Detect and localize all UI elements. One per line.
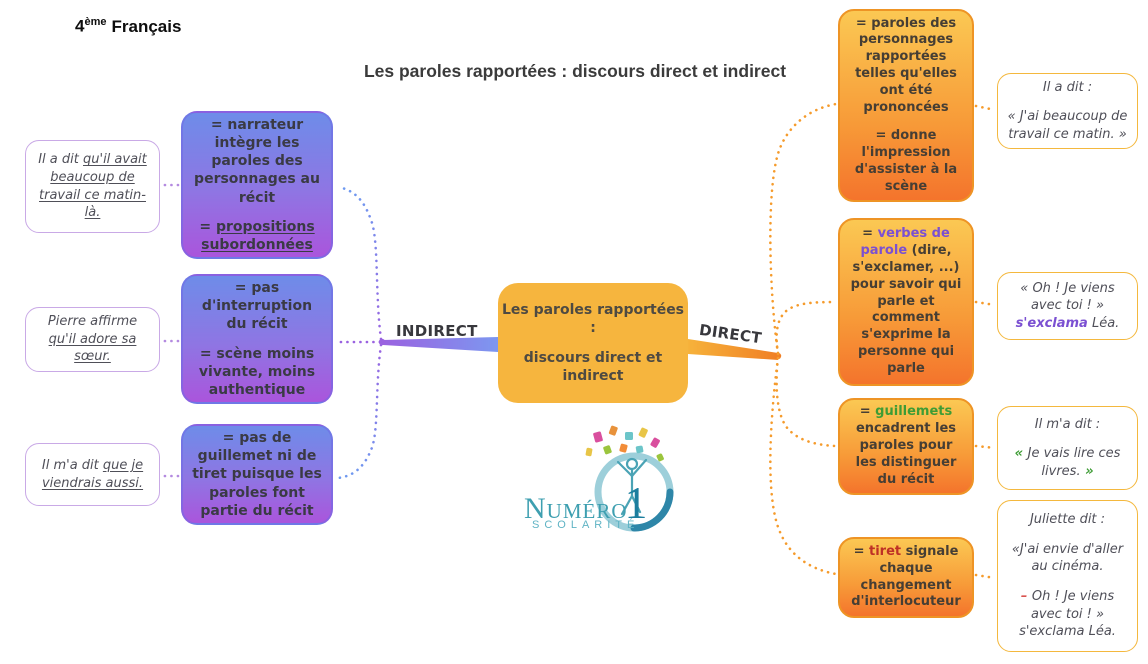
direct-example-3: Il m'a dit : « Je vais lire ces livres. … [997, 406, 1138, 490]
indirect-branch-trunk [378, 337, 498, 352]
example-text: Il m'a dit : [1034, 416, 1101, 432]
logo-tagline: SCOLARITÉ [532, 519, 640, 531]
direct-node-tiret: = tiret signale chaque changement d'inte… [838, 537, 974, 618]
node-text: = verbes de parole (dire, s'exclamer, ..… [850, 226, 962, 377]
direct-example-4: Juliette dit : «J'ai envie d'aller au ci… [997, 500, 1138, 652]
example-text: Il a dit qu'il avait beaucoup de travail… [38, 152, 147, 221]
indirect-branch-curves [161, 183, 383, 480]
indirect-branch-label: INDIRECT [396, 322, 478, 340]
logo-figure [616, 457, 648, 516]
indirect-example-1: Il a dit qu'il avait beaucoup de travail… [25, 140, 160, 233]
node-text: = pas de guillemet ni de tiret puisque l… [192, 430, 322, 519]
logo-confetti [585, 425, 664, 462]
central-topic-line2: discours direct et indirect [523, 350, 663, 385]
central-topic-line1: Les paroles rapportées : [501, 301, 685, 336]
node-text: = donne l'impression d'assister à la scè… [854, 127, 958, 194]
indirect-node-narrateur: = narrateur intègre les paroles des pers… [181, 111, 333, 259]
example-text: – Oh ! Je viens avec toi ! » s'exclama L… [1019, 589, 1116, 640]
example-text: «J'ai envie d'aller au cinéma. [1011, 541, 1124, 575]
page-title: Les paroles rapportées : discours direct… [363, 61, 787, 81]
example-text: « J'ai beaucoup de travail ce matin. » [1007, 109, 1128, 142]
node-text: = tiret signale chaque changement d'inte… [851, 543, 961, 610]
grade-suffix: ème [84, 16, 107, 28]
direct-node-verbes: = verbes de parole (dire, s'exclamer, ..… [838, 218, 974, 386]
direct-example-2: « Oh ! Je viens avec toi ! » s'exclama L… [997, 272, 1138, 340]
direct-node-paroles: = paroles des personnages rapportées tel… [838, 9, 974, 202]
node-text: = pas d'interruption du récit [201, 279, 313, 333]
node-text: = guillemets encadrent les paroles pour … [855, 404, 957, 487]
indirect-example-2: Pierre affirme qu'il adore sa sœur. [25, 307, 160, 372]
indirect-node-guillemet: = pas de guillemet ni de tiret puisque l… [181, 424, 333, 525]
node-text: = propositions subordonnées [199, 218, 315, 253]
direct-branch-trunk [688, 339, 782, 360]
direct-example-1: Il a dit : « J'ai beaucoup de travail ce… [997, 73, 1138, 149]
logo-graphic [585, 425, 674, 532]
indirect-node-interruption: = pas d'interruption du récit = scène mo… [181, 274, 333, 404]
example-text: Il a dit : [1042, 79, 1093, 95]
course-header: 4ème Français [75, 16, 181, 37]
grade-number: 4 [75, 16, 85, 36]
node-text: = narrateur intègre les paroles des pers… [194, 116, 320, 206]
node-text: = paroles des personnages rapportées tel… [855, 15, 957, 115]
node-text: = scène moins vivante, moins authentique [198, 345, 316, 398]
direct-branch-curves [769, 102, 997, 580]
subject-label: Français [111, 16, 182, 36]
example-text: Pierre affirme qu'il adore sa sœur. [47, 314, 138, 365]
indirect-example-3: Il m'a dit que je viendrais aussi. [25, 443, 160, 506]
direct-node-guillemets: = guillemets encadrent les paroles pour … [838, 398, 974, 495]
example-text: « Oh ! Je viens avec toi ! » s'exclama L… [1015, 280, 1120, 331]
example-text: « Je vais lire ces livres. » [1014, 446, 1121, 479]
example-text: Juliette dit : [1029, 512, 1106, 528]
example-text: Il m'a dit que je viendrais aussi. [41, 457, 144, 491]
central-topic-node: Les paroles rapportées : discours direct… [498, 283, 688, 403]
